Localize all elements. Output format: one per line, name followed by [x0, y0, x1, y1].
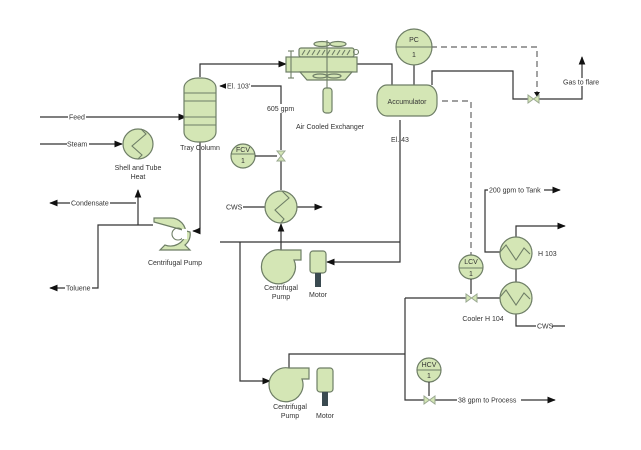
- heater-shell: [122, 128, 154, 160]
- accumulator-bottoms-line: [326, 120, 401, 266]
- motor2-shaft: [322, 392, 328, 406]
- shell-tube-heater[interactable]: [122, 128, 154, 160]
- toluene-label: Toluene: [66, 286, 91, 293]
- air-cooler-outlet-line: [357, 63, 393, 85]
- reflux-line: [219, 82, 282, 150]
- hcv-number: 1: [427, 373, 431, 380]
- air-cooled-exchanger[interactable]: [285, 40, 360, 114]
- lcv-number: 1: [469, 271, 473, 278]
- feed-label: Feed: [69, 115, 85, 122]
- pc-instrument[interactable]: PC 1: [395, 28, 433, 66]
- distribution-line: [404, 298, 424, 401]
- pc-signal-arrow: [534, 92, 540, 97]
- pump3-body: [268, 367, 310, 403]
- fcv-tag: FCV: [236, 147, 250, 154]
- motor2-body: [316, 367, 334, 393]
- accumulator[interactable]: Accumulator: [376, 84, 438, 117]
- toluene-line: [49, 224, 153, 292]
- cooler-h104-label: Cooler H 104: [462, 316, 503, 323]
- gas-to-flare-line: [539, 56, 586, 100]
- to-process-label: 38 gpm to Process: [458, 398, 517, 405]
- h103-outlet-line: [515, 222, 566, 238]
- fcv-valve: [275, 150, 287, 162]
- motor1-label: Motor: [309, 292, 328, 299]
- tray-column[interactable]: [183, 77, 217, 143]
- air-cooler-header: [285, 56, 358, 73]
- flare-control-valve[interactable]: [527, 94, 540, 104]
- h104-coil-icon: [499, 289, 531, 306]
- lcv-instrument[interactable]: LCV 1: [458, 254, 484, 303]
- tray-column-body: [183, 77, 217, 143]
- reflux-flow-label: 605 gpm: [267, 106, 294, 113]
- motor-1[interactable]: [309, 250, 327, 287]
- pc-tag: PC: [409, 37, 419, 44]
- heater-label-line2: Heat: [131, 174, 146, 181]
- tray-column-label: Tray Column: [180, 145, 220, 152]
- hcv-tag: HCV: [422, 362, 437, 369]
- exchanger-coil-icon: [274, 190, 290, 224]
- steam-label: Steam: [67, 142, 87, 149]
- heater-coil-icon: [131, 128, 147, 160]
- lcv-valve: [465, 293, 478, 303]
- gas-vent-line: [431, 70, 528, 100]
- pump2-label-line2: Pump: [272, 294, 290, 301]
- pc-number: 1: [412, 52, 416, 59]
- accumulator-label: Accumulator: [388, 99, 428, 106]
- level-signal-line: [442, 100, 472, 255]
- cws-left-label: CWS: [226, 205, 243, 212]
- fcv-instrument[interactable]: FCV 1: [230, 143, 287, 169]
- h103-label: H 103: [538, 251, 557, 258]
- heater-label-line1: Shell and Tube: [115, 165, 162, 172]
- h103-coil-icon: [499, 244, 531, 261]
- condensate-label: Condensate: [71, 201, 109, 208]
- h103-exchanger[interactable]: [499, 236, 533, 270]
- elevation-accumulator-label: El. 43: [391, 137, 409, 144]
- column-bottoms-line: [195, 142, 201, 232]
- pump3-label-line2: Pump: [281, 413, 299, 420]
- to-tank-label: 200 gpm to Tank: [489, 188, 541, 195]
- pump2-body: [260, 249, 302, 285]
- fcv-number: 1: [241, 158, 245, 165]
- accumulator-vessel: [376, 84, 438, 117]
- air-cooler-motor: [322, 87, 333, 114]
- motor-2[interactable]: [316, 367, 334, 406]
- gas-to-flare-label: Gas to flare: [563, 80, 599, 87]
- motor1-body: [309, 250, 327, 274]
- pump3-label-line1: Centrifugal: [273, 404, 307, 411]
- cws-right-label: CWS: [537, 324, 554, 331]
- pump1-body: [153, 217, 192, 251]
- motor1-shaft: [315, 273, 321, 287]
- reflux-exchanger[interactable]: [264, 190, 298, 224]
- centrifugal-pump-3[interactable]: [268, 367, 310, 403]
- pump3-discharge-line: [288, 353, 405, 370]
- pc-signal-line: [431, 46, 538, 93]
- hcv-valve: [423, 395, 436, 405]
- air-cooler-label: Air Cooled Exchanger: [296, 124, 365, 131]
- motor2-label: Motor: [316, 413, 335, 420]
- overhead-line: [199, 60, 287, 77]
- pump1-label: Centrifugal Pump: [148, 260, 202, 267]
- centrifugal-pump-2[interactable]: [260, 249, 302, 285]
- pump3-suction-line: [239, 242, 271, 385]
- hcv-instrument[interactable]: HCV 1: [416, 357, 442, 405]
- lcv-tag: LCV: [464, 259, 478, 266]
- elevation-column-label: El. 103': [227, 84, 250, 91]
- pump2-label-line1: Centrifugal: [264, 285, 298, 292]
- centrifugal-pump-1[interactable]: [153, 217, 192, 251]
- cooler-h104[interactable]: [499, 281, 533, 315]
